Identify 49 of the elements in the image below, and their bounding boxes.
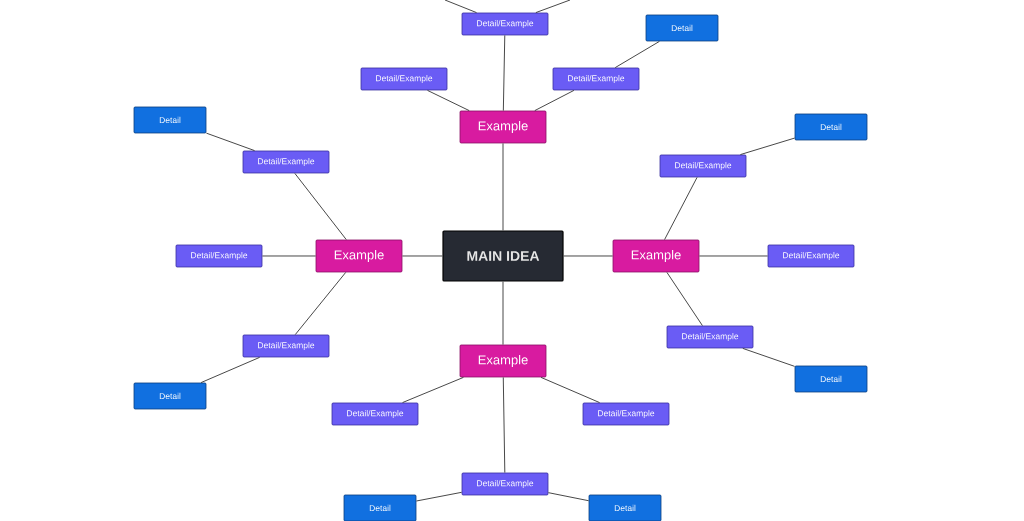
connector-line xyxy=(294,271,347,336)
connector-line xyxy=(535,0,571,14)
connector-line xyxy=(547,492,590,502)
connector-line xyxy=(294,172,347,241)
detail-box: Detail xyxy=(794,113,868,141)
detail-box: Detail xyxy=(133,106,207,134)
detail-example-box: Detail/Example xyxy=(582,402,670,426)
connector-line xyxy=(563,255,614,257)
connector-line xyxy=(739,137,796,156)
detail-example-box: Detail/Example xyxy=(767,244,855,268)
connector-line xyxy=(540,376,600,404)
example-box: Example xyxy=(459,110,547,144)
connector-line xyxy=(261,255,317,257)
detail-box: Detail xyxy=(133,382,207,410)
connector-line xyxy=(200,356,260,384)
detail-example-box: Detail/Example xyxy=(461,472,549,496)
detail-example-box: Detail/Example xyxy=(360,67,448,91)
detail-box: Detail xyxy=(343,494,417,521)
detail-example-box: Detail/Example xyxy=(242,334,330,358)
connector-line xyxy=(415,491,463,502)
detail-box: Detail xyxy=(645,14,719,42)
connector-line xyxy=(427,89,470,112)
connector-line xyxy=(534,89,575,112)
connector-line xyxy=(205,132,255,152)
connector-line xyxy=(698,255,769,257)
connector-line xyxy=(401,255,443,257)
example-box: Example xyxy=(315,239,403,273)
detail-example-box: Detail/Example xyxy=(242,150,330,174)
connector-line xyxy=(444,0,477,14)
detail-example-box: Detail/Example xyxy=(659,154,747,178)
detail-example-box: Detail/Example xyxy=(666,325,754,349)
example-box: Example xyxy=(459,344,547,378)
example-box: Example xyxy=(612,239,700,273)
detail-example-box: Detail/Example xyxy=(552,67,640,91)
connector-line xyxy=(742,347,796,367)
detail-box: Detail xyxy=(588,494,662,521)
connector-line xyxy=(502,281,504,346)
connector-line xyxy=(664,176,698,241)
connector-line xyxy=(502,376,506,474)
detail-box: Detail xyxy=(794,365,868,393)
connector-line xyxy=(402,376,464,404)
connector-line xyxy=(502,142,504,231)
connector-line xyxy=(666,271,703,327)
detail-example-box: Detail/Example xyxy=(175,244,263,268)
connector-line xyxy=(614,40,660,69)
main-idea-box: MAIN IDEA xyxy=(442,230,564,282)
connector-line xyxy=(502,34,506,112)
detail-example-box: Detail/Example xyxy=(461,12,549,36)
detail-example-box: Detail/Example xyxy=(331,402,419,426)
